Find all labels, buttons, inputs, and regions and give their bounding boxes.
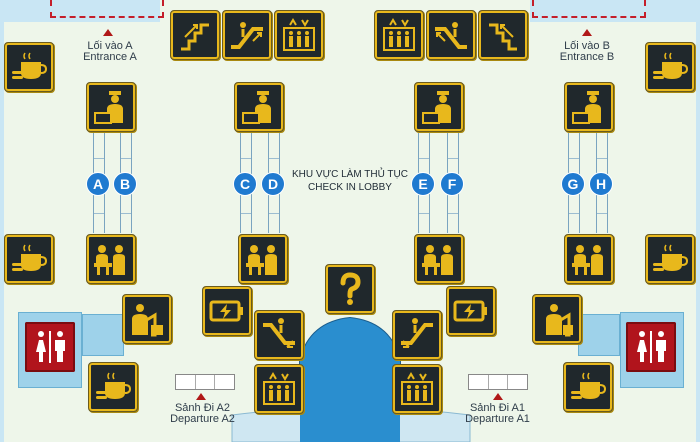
service-desk-cd-tile[interactable] xyxy=(238,234,288,284)
left-edge xyxy=(0,0,4,442)
officer-desk-right-tile[interactable] xyxy=(532,294,582,344)
elevator-left-tile[interactable] xyxy=(274,10,324,60)
elevator-icon xyxy=(283,18,315,51)
question-icon xyxy=(340,272,361,305)
departure-a1-gate xyxy=(468,374,528,390)
checkin-counter-icon xyxy=(572,91,601,124)
departure-a2-arrow xyxy=(196,393,206,400)
entrance-a-label-en: Entrance A xyxy=(83,51,137,63)
coffee-icon xyxy=(12,52,47,79)
counter-e-badge[interactable]: E xyxy=(411,172,435,196)
cafe-top-right-tile[interactable] xyxy=(645,42,695,92)
departure-a2-gate xyxy=(175,374,235,390)
departure-a1-label-vi: Sảnh Đi A1 xyxy=(469,402,526,414)
elevator-bottom-left-tile[interactable] xyxy=(254,364,304,414)
elevator-right-tile[interactable] xyxy=(374,10,424,60)
checkin-ef-officer-tile[interactable] xyxy=(414,82,464,132)
checkin-counter-icon xyxy=(242,91,271,124)
restroom-icon xyxy=(637,331,666,363)
entrance-b-label-en: Entrance B xyxy=(559,51,615,63)
cafe-mid-left-tile[interactable] xyxy=(4,234,54,284)
service-desk-gh-tile[interactable] xyxy=(564,234,614,284)
departure-a2-label-en: Departure A2 xyxy=(170,413,235,425)
coffee-icon xyxy=(96,372,131,399)
charging-right-tile[interactable] xyxy=(446,286,496,336)
entrance-a-arrow xyxy=(103,29,113,36)
entrance-a-zone xyxy=(50,0,164,18)
counter-g-badge[interactable]: G xyxy=(561,172,585,196)
counter-d-badge[interactable]: D xyxy=(261,172,285,196)
escalator-icon xyxy=(263,318,295,348)
escalator-up-left-tile[interactable] xyxy=(222,10,272,60)
stairs-icon xyxy=(489,23,517,51)
coffee-icon xyxy=(12,244,47,271)
information-desk-tile[interactable] xyxy=(325,264,375,314)
battery-charging-icon xyxy=(209,300,243,322)
coffee-icon xyxy=(653,244,688,271)
entrance-b-arrow xyxy=(582,29,592,36)
counter-a-badge[interactable]: A xyxy=(86,172,110,196)
elevator-icon xyxy=(263,372,295,405)
counter-c-badge[interactable]: C xyxy=(233,172,257,196)
service-desk-ef-tile[interactable] xyxy=(414,234,464,284)
coffee-icon xyxy=(653,52,688,79)
elevator-icon xyxy=(383,18,415,51)
escalator-down-left-tile[interactable] xyxy=(254,310,304,360)
restroom-left[interactable] xyxy=(25,322,75,372)
entrance-b-zone xyxy=(532,0,646,18)
service-desk-ab-tile[interactable] xyxy=(86,234,136,284)
service-desk-icon xyxy=(546,304,573,337)
officer-desk-left-tile[interactable] xyxy=(122,294,172,344)
checkin-gh-officer-tile[interactable] xyxy=(564,82,614,132)
cafe-bottom-left-tile[interactable] xyxy=(88,362,138,412)
cafe-top-left-tile[interactable] xyxy=(4,42,54,92)
elevator-bottom-right-tile[interactable] xyxy=(392,364,442,414)
counter-h-badge[interactable]: H xyxy=(589,172,613,196)
counter-b-badge[interactable]: B xyxy=(113,172,137,196)
service-desk-icon xyxy=(572,245,603,275)
elevator-icon xyxy=(401,372,433,405)
departure-a2-label-vi: Sảnh Đi A2 xyxy=(174,402,231,414)
checkin-lobby-label: KHU VỰC LÀM THỦ TỤC CHECK IN LOBBY xyxy=(270,168,430,194)
checkin-lobby-label-en: CHECK IN LOBBY xyxy=(308,182,392,193)
restroom-right[interactable] xyxy=(626,322,676,372)
checkin-counter-icon xyxy=(94,91,123,124)
escalator-icon xyxy=(231,22,263,49)
right-edge xyxy=(696,0,700,442)
service-desk-icon xyxy=(422,245,453,275)
stairs-icon xyxy=(181,23,209,51)
cafe-mid-right-tile[interactable] xyxy=(645,234,695,284)
escalator-down-right-tile[interactable] xyxy=(392,310,442,360)
stairs-left-tile[interactable] xyxy=(170,10,220,60)
service-desk-icon xyxy=(132,304,163,337)
checkin-lobby-label-vi: KHU VỰC LÀM THỦ TỤC xyxy=(292,169,408,180)
charging-left-tile[interactable] xyxy=(202,286,252,336)
cafe-bottom-right-tile[interactable] xyxy=(563,362,613,412)
escalator-icon xyxy=(435,22,467,49)
coffee-icon xyxy=(571,372,606,399)
departure-a1-label-en: Departure A1 xyxy=(465,413,530,425)
escalator-up-right-tile[interactable] xyxy=(426,10,476,60)
entrance-b-label-vi: Lối vào B xyxy=(564,40,610,52)
restroom-icon xyxy=(36,331,65,363)
entrance-a-label-vi: Lối vào A xyxy=(87,40,133,52)
checkin-cd-officer-tile[interactable] xyxy=(234,82,284,132)
service-desk-icon xyxy=(246,245,277,275)
checkin-counter-icon xyxy=(422,91,451,124)
departure-a1-arrow xyxy=(493,393,503,400)
service-desk-icon xyxy=(94,245,125,275)
counter-f-badge[interactable]: F xyxy=(440,172,464,196)
escalator-icon xyxy=(401,318,433,348)
stairs-right-tile[interactable] xyxy=(478,10,528,60)
checkin-ab-officer-tile[interactable] xyxy=(86,82,136,132)
battery-charging-icon xyxy=(453,300,487,322)
